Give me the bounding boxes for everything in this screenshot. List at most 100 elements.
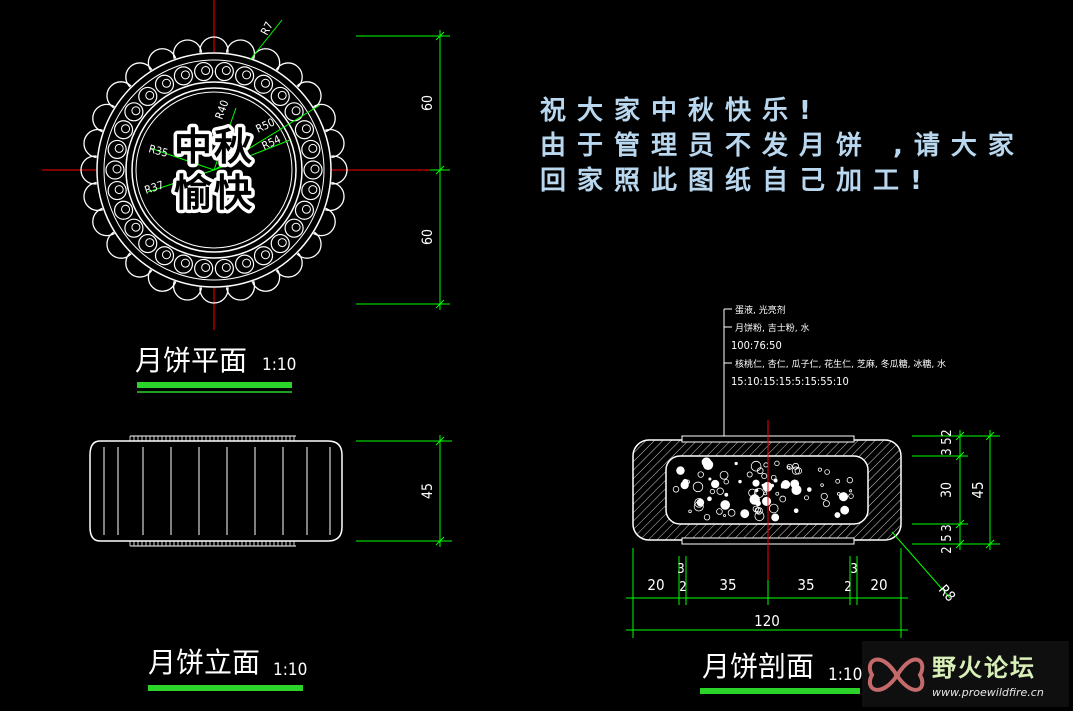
elevation-dimensions xyxy=(356,435,452,547)
filling-nut xyxy=(746,471,753,478)
section-dim-bottom-3: 35 xyxy=(719,576,736,594)
filling-nut xyxy=(791,466,801,475)
swirl xyxy=(124,102,144,122)
filling-nut xyxy=(779,495,787,503)
section-dim-right-2: 2 xyxy=(940,429,955,436)
filling-nut xyxy=(835,478,841,484)
filling-nut xyxy=(761,473,768,480)
swirl xyxy=(113,200,134,220)
filling-nut xyxy=(727,509,736,517)
filling-nut xyxy=(762,496,772,506)
elevation-scale: 1:10 xyxy=(273,660,307,680)
watermark-name: 野火论坛 xyxy=(932,654,1036,682)
section-dim-total-width: 120 xyxy=(754,612,780,630)
section-dim-bottom-0: 20 xyxy=(647,576,664,594)
plan-inner-circle-inner xyxy=(135,91,293,249)
plan-outer-circle xyxy=(96,52,332,288)
radius-label-r35: R35 xyxy=(147,142,169,160)
section-r8-leader xyxy=(891,531,951,599)
filling-nut xyxy=(734,461,738,466)
swirl xyxy=(194,258,214,279)
plan-title: 月饼平面 xyxy=(135,344,247,377)
plan-view: R7 R40 R50 R54 R35 R37 中秋 中秋 愉快 愉快 60 60… xyxy=(42,0,450,393)
filling-nut xyxy=(775,491,780,496)
filling-nut xyxy=(804,495,809,501)
section-filling-nuts xyxy=(672,457,854,522)
section-dim-bottom-1: 3 xyxy=(677,562,684,577)
swirl xyxy=(270,86,290,107)
filling-nut xyxy=(838,492,849,502)
swirl xyxy=(124,218,144,238)
plan-title-underline xyxy=(137,382,292,388)
filling-nut xyxy=(820,492,828,500)
elevation-dim-height: 45 xyxy=(420,483,436,499)
filling-nut xyxy=(716,508,723,515)
greeting-line-3: 回家照此图纸自己加工! xyxy=(540,166,933,196)
elevation-view: 45 月饼立面 1:10 xyxy=(89,435,452,691)
elevation-ribs xyxy=(103,435,331,547)
elevation-outline xyxy=(89,440,343,542)
section-dim-right-0: 5 xyxy=(940,437,955,444)
plan-dim-bottom: 60 xyxy=(420,229,436,245)
swirl xyxy=(105,160,125,180)
plan-dimensions xyxy=(356,30,450,310)
section-note-3: 100:76:50 xyxy=(731,339,782,352)
filling-nut xyxy=(738,479,742,484)
filling-nut xyxy=(724,492,729,497)
swirl xyxy=(154,74,175,94)
filling-nut xyxy=(787,465,791,470)
filling-nut xyxy=(771,513,780,522)
swirl xyxy=(270,233,290,254)
swirl xyxy=(173,254,194,274)
filling-nut xyxy=(786,463,793,470)
swirl xyxy=(214,258,234,279)
filling-nut xyxy=(806,487,812,492)
filling-nut xyxy=(768,503,779,514)
section-title: 月饼剖面 xyxy=(702,650,814,683)
section-dim-bottom-6: 3 xyxy=(850,562,857,577)
section-dim-bottom-2: 2 xyxy=(679,580,686,595)
section-note-1: 蛋液, 光亮剂 xyxy=(735,304,786,316)
plan-radius-leaders xyxy=(147,19,321,193)
plan-decorative-swirls xyxy=(105,61,323,279)
swirl xyxy=(294,120,315,140)
section-note-5: 15:10:15:15:5:15:55:10 xyxy=(731,375,849,388)
filling-nut xyxy=(790,479,800,489)
butterfly-icon xyxy=(867,657,925,692)
swirl xyxy=(301,180,321,201)
section-dim-bottom-5: 2 xyxy=(844,580,851,595)
filling-nut xyxy=(672,486,680,493)
filling-nut xyxy=(723,514,726,517)
filling-nut xyxy=(707,496,712,502)
greeting-line-1: 祝大家中秋快乐! xyxy=(540,96,822,126)
section-dim-right-3: 30 xyxy=(939,482,955,498)
filling-nut xyxy=(688,509,692,514)
section-notes-leader xyxy=(723,308,732,440)
plan-scale: 1:10 xyxy=(262,355,296,375)
swirl xyxy=(107,180,127,201)
filling-nut xyxy=(824,469,830,475)
plan-dim-top: 60 xyxy=(420,95,436,111)
swirl xyxy=(113,120,134,140)
filling-nut xyxy=(723,479,729,485)
plan-rim-circle xyxy=(103,59,325,281)
swirl xyxy=(138,86,158,107)
filling-nut xyxy=(834,512,841,519)
section-title-underline xyxy=(700,688,860,694)
stamp-line1-outline: 中秋 xyxy=(174,125,254,169)
elevation-title: 月饼立面 xyxy=(148,646,260,679)
swirl xyxy=(284,218,304,238)
swirl xyxy=(294,200,315,220)
stamp-line2: 愉快 xyxy=(174,171,254,215)
section-scale: 1:10 xyxy=(828,665,862,685)
filling-nut xyxy=(820,483,824,487)
filling-nut xyxy=(708,477,712,481)
swirl xyxy=(194,61,214,82)
stamp-line2-outline: 愉快 xyxy=(174,171,254,215)
elevation-title-underline xyxy=(148,685,303,691)
section-bottom-dimensions xyxy=(626,548,908,638)
section-dim-right-1: 3 xyxy=(940,448,955,455)
swirl xyxy=(253,74,274,94)
section-note-4: 核桃仁, 杏仁, 瓜子仁, 花生仁, 芝麻, 冬瓜糖, 冰糖, 水 xyxy=(735,358,946,370)
